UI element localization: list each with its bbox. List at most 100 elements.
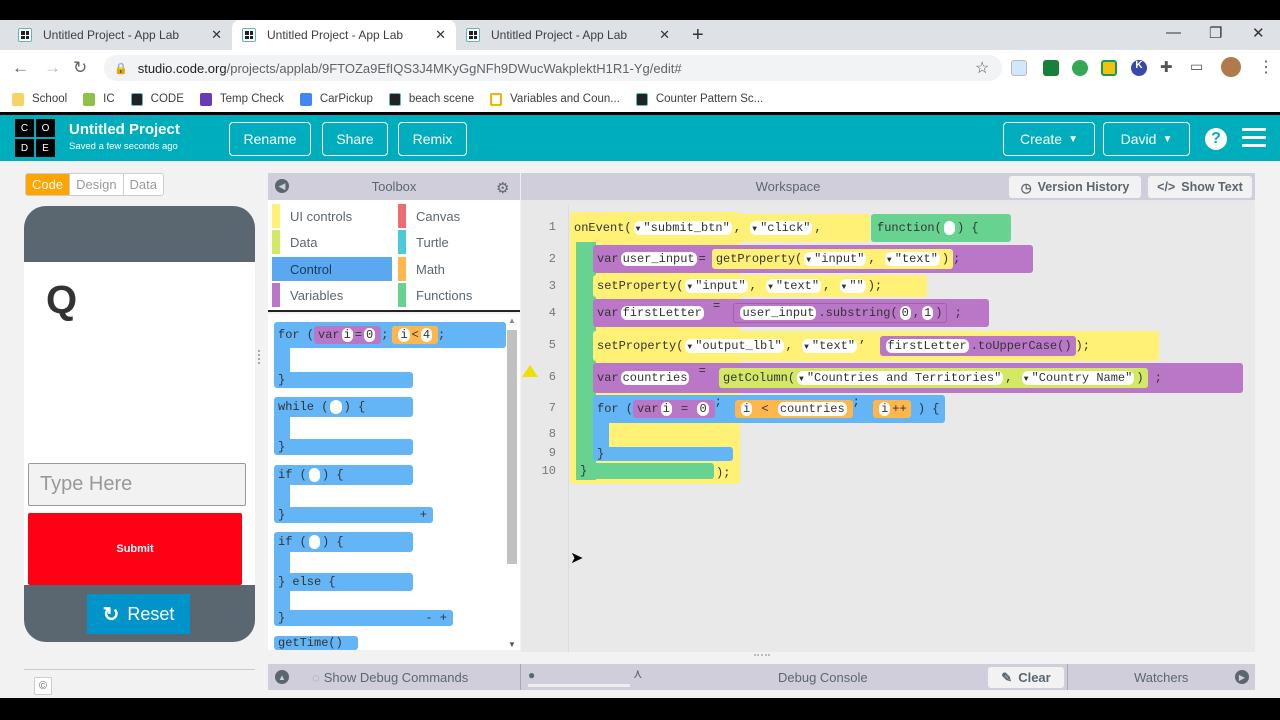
create-dropdown[interactable]: Create▼ [1003,122,1095,156]
for-loop-block[interactable]: for ( var i=0 ; i<4 ; [274,322,506,348]
close-tab-icon[interactable]: ✕ [211,27,222,42]
clock-icon: ◷ [1020,180,1032,195]
remove-else-icon[interactable]: - [425,611,433,625]
category-math[interactable]: Math [398,257,518,281]
divider [24,669,255,670]
cast-icon[interactable]: ▭ [1190,58,1204,74]
bookmark-school[interactable]: School [12,92,67,106]
applab-favicon-icon [18,28,32,42]
remix-button[interactable]: Remix [398,122,467,156]
share-button[interactable]: Share [322,122,388,156]
restore-icon[interactable]: ❐ [1209,25,1223,42]
k-extension-icon[interactable]: K [1131,60,1147,76]
rabbit-fast-icon: ⋏ [633,666,643,681]
tab-design[interactable]: Design [69,174,123,195]
warning-icon[interactable] [522,365,538,377]
setproperty-input-block[interactable]: setProperty(▼"input", ▼"text", ▼""); [593,275,927,297]
classroom-extension-icon[interactable] [1101,60,1117,76]
bookmark-star-icon[interactable]: ☆ [975,60,990,77]
tab-data[interactable]: Data [122,174,164,195]
category-ui-controls[interactable]: UI controls [272,204,392,228]
rename-button[interactable]: Rename [229,122,311,156]
bookmark-temp-check[interactable]: Temp Check [199,92,284,106]
close-tab-icon[interactable]: ✕ [659,27,670,42]
close-window-icon[interactable]: ✕ [1252,25,1265,42]
if-block[interactable]: if ( ) { [274,465,413,485]
category-turtle[interactable]: Turtle [398,230,518,254]
expand-debug-icon[interactable]: ▲ [275,670,289,684]
category-data[interactable]: Data [272,230,392,254]
category-functions[interactable]: Functions [398,283,518,307]
tab-code[interactable]: Code [26,174,70,195]
show-text-button[interactable]: </>Show Text [1148,176,1252,198]
toolbox-scrollbar[interactable]: ▲▼ [507,316,517,649]
category-canvas[interactable]: Canvas [398,204,518,228]
onevent-block[interactable]: onEvent(▼"submit_btn", ▼"click", [570,214,870,242]
back-icon[interactable]: ← [12,58,29,77]
var-first-letter-block[interactable]: var firstLetter = user_input.substring(0… [593,299,989,327]
code-icon [130,92,143,106]
function-block[interactable]: function( ) { [871,214,1011,242]
app-text-input[interactable]: Type Here [28,463,246,506]
browser-tab-3[interactable]: Untitled Project - App Lab ✕ [456,20,680,50]
expand-watchers-icon[interactable]: ▶ [1235,670,1249,684]
add-else-icon[interactable]: + [439,611,447,625]
chrome-menu-icon[interactable]: ⋮ [1258,59,1274,76]
toolbox-header: Toolbox [268,173,520,200]
speed-slider[interactable] [528,684,630,687]
show-debug-commands-button[interactable]: ◌Show Debug Commands [312,669,469,685]
output-label: Q [46,278,78,322]
cast-extension-icon[interactable] [1043,60,1059,76]
extension-icon[interactable] [1011,60,1027,76]
category-control[interactable]: Control [272,257,392,281]
dropdown-caret-icon: ▼ [1162,133,1173,145]
category-variables[interactable]: Variables [272,283,392,307]
extensions-puzzle-icon[interactable]: ✚ [1160,59,1173,76]
bookmark-code[interactable]: CODE [130,92,184,106]
submit-button[interactable]: Submit [28,513,242,585]
bookmark-carpickup[interactable]: CarPickup [299,92,373,106]
bookmark-counter-pattern[interactable]: Counter Pattern Sc... [635,92,763,106]
user-dropdown[interactable]: David▼ [1103,122,1190,156]
resize-handle[interactable] [754,654,770,658]
add-extension-icon[interactable] [1072,60,1088,76]
loop-condition-input[interactable]: countries [777,402,847,416]
bookmark-ic[interactable]: IC [83,92,115,106]
workspace-header: Workspace [521,173,1255,200]
reload-icon[interactable]: ↻ [73,58,88,77]
minimize-icon[interactable]: — [1166,24,1181,41]
while-loop-block[interactable]: while ( ) { [274,397,413,417]
setproperty-output-block[interactable]: setProperty(▼"output_lbl", ▼"text", firs… [593,331,1159,361]
bookmark-beach-scene[interactable]: beach scene [388,92,474,106]
code-brackets-icon: </> [1157,180,1176,194]
gettime-block[interactable]: getTime() [274,636,358,650]
new-tab-button[interactable]: + [692,24,704,46]
version-history-button[interactable]: ◷Version History [1009,176,1141,198]
docs-icon [299,92,312,106]
bookmark-variables[interactable]: Variables and Coun... [490,92,620,106]
clear-button[interactable]: ✎Clear [988,667,1064,688]
collapse-toolbox-icon[interactable]: ◀ [275,179,289,193]
reset-button[interactable]: ↻Reset [87,594,190,634]
add-else-icon[interactable]: + [419,508,427,522]
turtle-slow-icon: ● [528,668,536,682]
browser-tab-1[interactable]: Untitled Project - App Lab ✕ [8,20,232,50]
help-icon[interactable]: ? [1205,128,1227,150]
profile-avatar[interactable] [1221,57,1241,77]
var-user-input-block[interactable]: var user_input = getProperty(▼"input", ▼… [593,245,1033,273]
copyright-icon[interactable]: © [34,677,52,695]
var-countries-block[interactable]: var countries = getColumn(▼"Countries an… [593,363,1243,393]
hamburger-menu-icon[interactable] [1242,128,1266,152]
gear-icon[interactable]: ⚙ [496,180,510,197]
if-else-block[interactable]: if ( ) { [274,532,413,552]
code-org-logo[interactable]: C O D E [15,119,55,157]
code-icon [635,92,648,106]
forms-icon [199,92,212,106]
folder-icon [12,92,24,106]
browser-tab-2[interactable]: Untitled Project - App Lab ✕ [232,20,456,50]
for-loop-workspace-block[interactable]: for ( var i = 0; i < countries; i++ ) { [593,395,945,423]
forward-icon[interactable]: → [44,58,61,77]
close-tab-icon[interactable]: ✕ [435,27,446,42]
resize-handle[interactable] [258,350,262,364]
url-input[interactable]: 🔒 studio.code.org/projects/applab/9FTOZa… [104,55,1002,81]
